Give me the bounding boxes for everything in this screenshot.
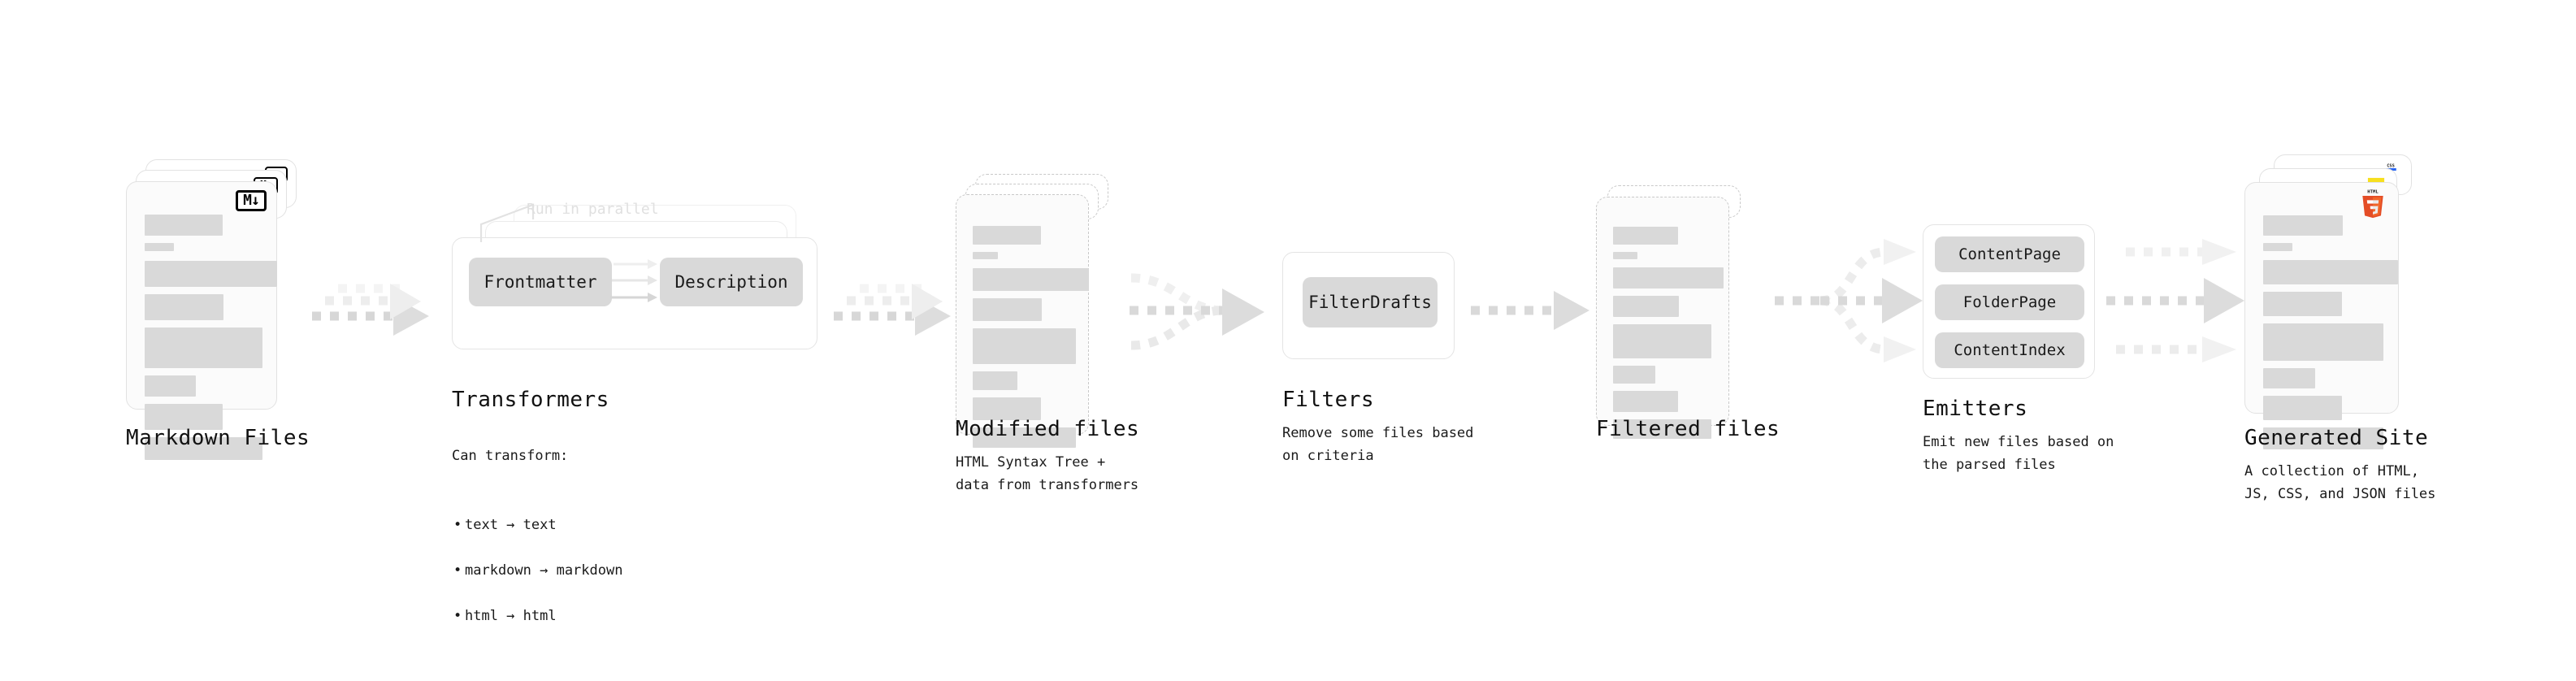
- label-filters: Filters: [1282, 388, 1375, 412]
- doc-line: [973, 252, 998, 259]
- doc-line: [2263, 243, 2292, 251]
- doc-line: [1613, 419, 1711, 439]
- filtered-placeholder-lines: [1613, 227, 1724, 446]
- label-transformers: Transformers: [452, 388, 609, 412]
- stage-markdown-files: M↓ M↓ M↓: [126, 159, 313, 460]
- doc-line: [145, 327, 262, 368]
- site-placeholder-lines: [2263, 215, 2398, 457]
- stage-emitters: ContentPage FolderPage ContentIndex: [1923, 224, 2095, 379]
- emitter-chip-label: ContentPage: [1958, 245, 2061, 263]
- doc-line: [2263, 427, 2383, 449]
- doc-line: [145, 261, 277, 287]
- doc-line: [973, 371, 1017, 390]
- html5-icon: HTML: [2362, 189, 2383, 219]
- doc-line: [145, 404, 223, 430]
- transformer-chip-frontmatter[interactable]: Frontmatter: [469, 258, 612, 306]
- markdown-badge-text: M↓: [243, 192, 260, 209]
- doc-line: [973, 328, 1076, 364]
- emitter-chip-label: ContentIndex: [1954, 341, 2066, 359]
- doc-line: [1613, 227, 1678, 245]
- arrow-emitters-to-site: [2106, 239, 2244, 362]
- doc-line: [1613, 391, 1678, 412]
- modified-files-subtitle: HTML Syntax Tree + data from transformer…: [956, 454, 1139, 494]
- modified-card-front: [956, 194, 1089, 448]
- arrow-transformers-to-modified: [834, 284, 951, 336]
- svg-text:HTML: HTML: [2367, 189, 2379, 194]
- transformers-inner-arrows: [610, 259, 657, 302]
- modified-placeholder-lines: [973, 226, 1089, 455]
- emitter-chip-label: FolderPage: [1962, 293, 2057, 311]
- filtered-file-stack: [1596, 185, 1775, 453]
- doc-line: [145, 243, 174, 251]
- transform-item: text → text: [453, 514, 720, 536]
- doc-line: [973, 298, 1042, 321]
- doc-line: [1613, 296, 1679, 317]
- label-markdown-files: Markdown Files: [126, 426, 310, 450]
- markdown-badge: M↓: [236, 190, 267, 211]
- svg-text:CSS: CSS: [2387, 164, 2394, 169]
- run-in-parallel-note: Run in parallel: [527, 201, 659, 218]
- stage-transformers: Frontmatter Description: [452, 205, 834, 359]
- filter-chip-label: FilterDrafts: [1308, 293, 1432, 312]
- filters-group: FilterDrafts: [1282, 252, 1455, 359]
- transformers-group-front: Frontmatter Description: [452, 237, 817, 349]
- doc-line: [1613, 252, 1637, 259]
- stage-generated-site: CSS HTML: [2244, 154, 2448, 449]
- filtered-card-front: [1596, 197, 1729, 439]
- transform-item: markdown → markdown: [453, 559, 720, 582]
- doc-line: [1613, 267, 1724, 288]
- stage-filtered-files: [1596, 185, 1775, 453]
- arrow-filtered-to-emitters: [1775, 239, 1923, 362]
- doc-line: [2263, 215, 2343, 236]
- filters-subtitle: Remove some files based on criteria: [1282, 425, 1474, 465]
- transformer-chip-label: Frontmatter: [484, 272, 597, 292]
- doc-line: [145, 375, 196, 397]
- transformers-subtitle: Can transform: text → text markdown → ma…: [452, 422, 720, 674]
- emitter-chip-contentpage[interactable]: ContentPage: [1935, 236, 2084, 272]
- site-card-front: HTML: [2244, 182, 2399, 449]
- generated-site-stack: CSS HTML: [2244, 154, 2448, 449]
- label-emitters: Emitters: [1923, 397, 2028, 421]
- doc-line: [1613, 324, 1711, 358]
- stage-modified-files: [956, 174, 1134, 448]
- emitter-chip-folderpage[interactable]: FolderPage: [1935, 284, 2084, 320]
- filter-chip-filterdrafts[interactable]: FilterDrafts: [1303, 277, 1438, 327]
- run-in-parallel-bracket: [479, 203, 535, 242]
- generated-site-subtitle: A collection of HTML, JS, CSS, and JSON …: [2244, 463, 2436, 503]
- markdown-file-stack: M↓ M↓ M↓: [126, 159, 313, 460]
- doc-line: [2263, 396, 2342, 420]
- doc-line: [2263, 323, 2383, 361]
- markdown-placeholder-lines: [145, 215, 277, 467]
- stage-filters: FilterDrafts: [1282, 252, 1455, 359]
- transformers-subtitle-list: text → text markdown → markdown html → h…: [452, 491, 720, 650]
- doc-line: [973, 268, 1089, 291]
- arrow-markdown-to-transformers: [312, 284, 429, 336]
- doc-line: [145, 294, 223, 320]
- transformer-chip-description[interactable]: Description: [660, 258, 803, 306]
- transformers-subtitle-head: Can transform:: [452, 448, 569, 465]
- doc-line: [973, 226, 1041, 245]
- emitters-group: ContentPage FolderPage ContentIndex: [1923, 224, 2095, 379]
- doc-line: [145, 215, 223, 236]
- transform-item: html → html: [453, 605, 720, 627]
- doc-line: [973, 397, 1041, 420]
- doc-line: [1613, 366, 1655, 384]
- doc-line: [973, 427, 1076, 448]
- transformer-chip-label: Description: [674, 272, 788, 292]
- label-generated-site: Generated Site: [2244, 426, 2429, 450]
- doc-line: [2263, 368, 2315, 388]
- markdown-card-front: M↓: [126, 181, 277, 460]
- transformers-stack: Frontmatter Description: [452, 205, 834, 359]
- arrow-modified-to-filters: [1130, 273, 1264, 350]
- emitter-chip-contentindex[interactable]: ContentIndex: [1935, 332, 2084, 368]
- emitters-subtitle: Emit new files based on the parsed files: [1923, 434, 2114, 474]
- doc-line: [2263, 292, 2342, 316]
- modified-file-stack: [956, 174, 1134, 448]
- label-filtered-files: Filtered files: [1596, 417, 1780, 441]
- label-modified-files: Modified files: [956, 417, 1140, 441]
- doc-line: [2263, 260, 2398, 284]
- doc-line: [145, 437, 262, 460]
- arrow-filters-to-filtered: [1471, 291, 1589, 330]
